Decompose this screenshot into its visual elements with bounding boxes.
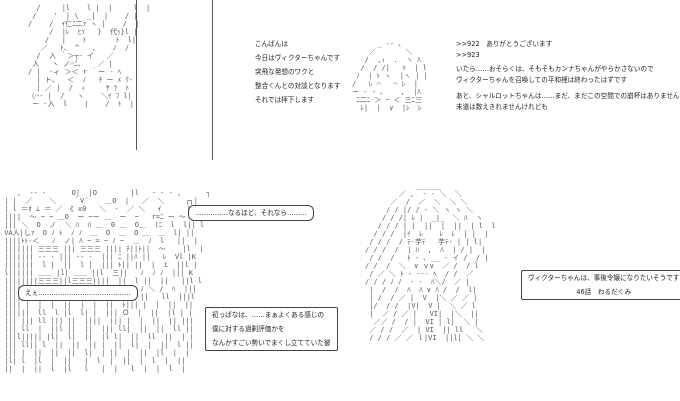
caption-line-1: ヴィクターちゃんは、事後令嬢になりたいそうです xyxy=(528,274,680,282)
panel-1-line-4: 整合くんとの対談となります xyxy=(255,82,341,90)
speech-bubble-left: えぇ…………………………………… xyxy=(18,285,138,301)
caption-box-panel-3: 初っぱなは、……まぁよくある感じの 僕に対する過剰評価かを なんかすごい勢いでま… xyxy=(205,307,338,351)
ascii-art-crowd: , -‐ ‐ O| |O |l ‐ ‐ ‐ , ┐ | | ／ ＼ ｀V´ ＿O… xyxy=(4,189,211,373)
panel-1-line-1: こんばんは xyxy=(255,40,288,48)
caption-line-3: なんかすごい勢いでまくし立てていた彼 xyxy=(212,339,331,347)
panel-2-line-3: いたら……おそらくは、そもそもカンナちゃんがやらかさないので xyxy=(456,65,654,73)
panel-1-line-3: 突飛な発想のワクと xyxy=(255,68,315,76)
panel-1-line-5: それでは拝下します xyxy=(255,96,315,104)
ascii-art-girl-standing: ______ ／ , ‐ ‐ ＼ ＼ ／ / ／ ＼ ＼ ＼ / / |/ / … xyxy=(365,182,496,342)
ascii-art-girl-2: _ -‐ ､ ／ ＼ / ,ｨ . ヽ ﾊ / / /| ﾄ | l ﾉ | ﾄ… xyxy=(352,40,428,112)
panel-2-line-5: あと、シャルロットちゃんは……まだ、まだこの空間での崩杯はありません xyxy=(456,92,680,100)
caption-box-panel-4: ヴィクターちゃんは、事後令嬢になりたいそうです 46話 わるだくみ xyxy=(521,270,680,300)
panel-1-line-2: 今日はヴィクターちゃんです xyxy=(255,54,341,62)
panel-2: _ -‐ ､ ／ ＼ / ,ｨ . ヽ ﾊ / / /| ﾄ | l ﾉ | ﾄ… xyxy=(340,0,680,180)
panel-2-line-1: >>922 ありがとうございます xyxy=(456,40,553,48)
panel-3: , -‐ ‐ O| |O |l ‐ ‐ ‐ , ┐ | | ／ ＼ ｀V´ ＿O… xyxy=(0,185,345,401)
panel-2-line-4: ヴィクターちゃんを召喚しての平和裡は終わったはずです xyxy=(456,76,627,84)
caption-line-2: 僕に対する過剰評価かを xyxy=(212,325,285,333)
ascii-art-girl-1: / |l l | | l | / ' | \ _| | / | / / ｲ仁ﾆ二… xyxy=(28,4,151,108)
panel-1-text: こんばんは 今日はヴィクターちゃんです 突飛な発想のワクと 整合くんとの対談とな… xyxy=(255,40,340,110)
speech-bubble-top: ……………なるほど、それなら……… xyxy=(188,205,314,221)
caption-line-2: 46話 わるだくみ xyxy=(576,288,632,296)
panel-2-line-2: >>923 xyxy=(456,51,480,59)
panel-2-text: >>922 ありがとうございます >>923 いたら……おそらくは、そもそもカン… xyxy=(456,40,680,114)
panel-4: ______ ／ , ‐ ‐ ＼ ＼ ／ / ／ ＼ ＼ ＼ / / |/ / … xyxy=(345,180,680,401)
panel-2-line-6: 未道は数えきれませんけれども xyxy=(456,103,548,111)
panel-1: / |l l | | l | / ' | \ _| | / | / / ｲ仁ﾆ二… xyxy=(0,0,340,180)
caption-line-1: 初っぱなは、……まぁよくある感じの xyxy=(212,311,325,319)
